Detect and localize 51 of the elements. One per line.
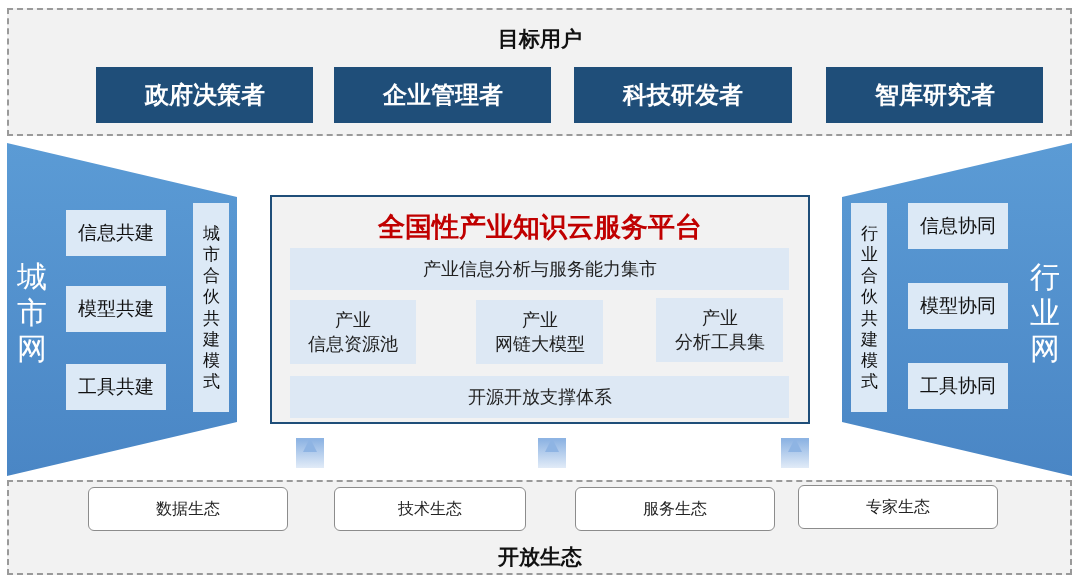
ecosystem-box	[88, 487, 288, 531]
label-text: 产业信息分析与服务能力集市	[422, 256, 657, 281]
ecosystem-panel	[7, 480, 1072, 575]
ecosystem-box	[798, 485, 998, 529]
panel-title: 开放生态	[496, 544, 583, 571]
label-text: 产业	[521, 307, 558, 332]
user-box	[96, 67, 313, 123]
label-text: 服务生态	[643, 498, 707, 520]
label-text: 分析工具集	[674, 330, 765, 354]
ecosystem-box	[575, 487, 775, 531]
label-text: 专家生态	[866, 496, 930, 518]
vertical-label-box	[193, 203, 229, 412]
user-box	[334, 67, 551, 123]
label-text: 行业合伙共建模式	[860, 222, 878, 393]
up-arrow	[538, 438, 566, 468]
label-text: 政府决策者	[144, 80, 265, 111]
item-box	[66, 364, 166, 410]
label-text: 数据生态	[156, 498, 220, 520]
up-arrow	[781, 438, 809, 468]
label-text: 信息协同	[920, 213, 996, 238]
item-box	[908, 363, 1008, 409]
label-text: 城市合伙共建模式	[202, 222, 220, 393]
item-box	[66, 286, 166, 332]
item-box	[66, 210, 166, 256]
label-text: 工具共建	[78, 374, 154, 399]
user-panel	[7, 8, 1072, 136]
label-text: 技术生态	[398, 498, 462, 520]
label-text: 信息资源池	[308, 332, 398, 356]
panel-title: 城市网	[16, 258, 48, 368]
label-text: 产业	[701, 305, 738, 330]
user-box	[574, 67, 792, 123]
vertical-label-box	[851, 203, 887, 412]
item-box	[908, 203, 1008, 249]
label-text: 企业管理者	[382, 80, 503, 111]
label-text: 智库研究者	[874, 80, 995, 111]
label-text: 开源开放支撑体系	[467, 384, 612, 409]
label-text: 网链大模型	[494, 332, 585, 356]
label-text: 信息共建	[78, 220, 154, 245]
label-text: 产业	[335, 307, 371, 332]
platform-title: 全国性产业知识云服务平台	[377, 210, 703, 244]
panel-title: 目标用户	[496, 26, 583, 53]
label-text: 工具协同	[920, 373, 996, 398]
ecosystem-box	[334, 487, 526, 531]
user-box	[826, 67, 1043, 123]
up-arrow	[296, 438, 324, 468]
platform-box	[270, 195, 810, 424]
label-text: 科技研发者	[623, 80, 743, 111]
label-text: 模型共建	[78, 296, 154, 321]
item-box	[908, 283, 1008, 329]
panel-title: 行业网	[1029, 258, 1061, 368]
label-text: 模型协同	[920, 293, 996, 318]
